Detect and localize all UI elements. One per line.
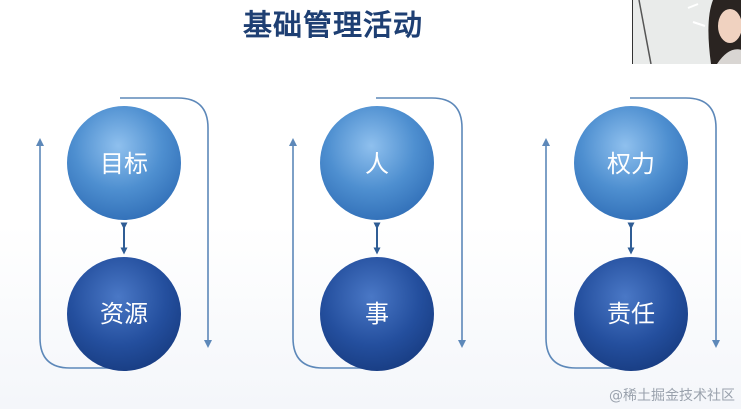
presenter-video-frame [633,0,741,64]
watermark: @稀土掘金技术社区 [609,388,735,404]
group-3 [542,97,720,371]
loop-arrow-left [289,138,376,369]
group-2 [289,97,466,371]
label-people: 人 [365,150,389,178]
label-responsibility: 责任 [607,300,655,328]
loop-arrow-left [36,138,120,369]
circle-people [320,106,434,220]
circle-goal [67,106,181,220]
loop-arrow-right [630,97,720,348]
circle-resources [67,257,181,371]
group-1 [36,97,212,371]
circle-responsibility [574,257,688,371]
label-resources: 资源 [100,300,148,328]
label-tasks: 事 [365,300,389,328]
circle-power [574,106,688,220]
circle-tasks [320,257,434,371]
slide-title: 基础管理活动 [242,8,423,42]
loop-arrow-left [542,138,630,369]
loop-arrow-right [376,97,466,348]
label-goal: 目标 [100,150,148,178]
loop-arrow-right [120,97,212,348]
label-power: 权力 [607,150,655,178]
presenter-webcam [632,0,741,64]
